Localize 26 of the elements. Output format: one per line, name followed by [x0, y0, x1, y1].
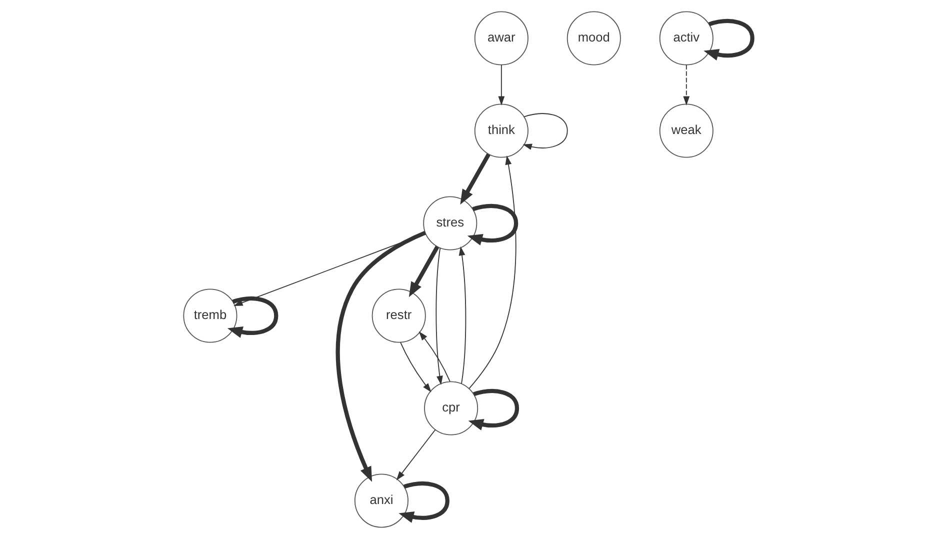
arrow [418, 331, 450, 382]
node-circle: mood [566, 11, 620, 66]
node-circle: restr [371, 288, 426, 343]
arrow [468, 389, 519, 430]
node-circle: tremb [182, 288, 237, 343]
node-circle: weak [658, 104, 713, 158]
arrow [468, 156, 516, 389]
arrow [460, 153, 490, 205]
arrow [498, 64, 504, 106]
arrow [435, 248, 442, 386]
node-circle: anxi [354, 474, 408, 528]
arrow [400, 342, 431, 392]
arrow [703, 19, 754, 60]
arrow [398, 482, 449, 523]
node-circle: stres [422, 196, 477, 250]
arrow [408, 246, 439, 298]
arrow [335, 230, 426, 482]
arrow [682, 64, 690, 106]
arrow [226, 296, 278, 338]
arrow [466, 204, 518, 246]
arrow [458, 246, 466, 384]
node-circle: activ [658, 11, 713, 66]
arrow [522, 113, 568, 150]
node-circle: awar [474, 11, 528, 66]
node-circle: think [474, 104, 528, 158]
arrow [396, 429, 436, 480]
